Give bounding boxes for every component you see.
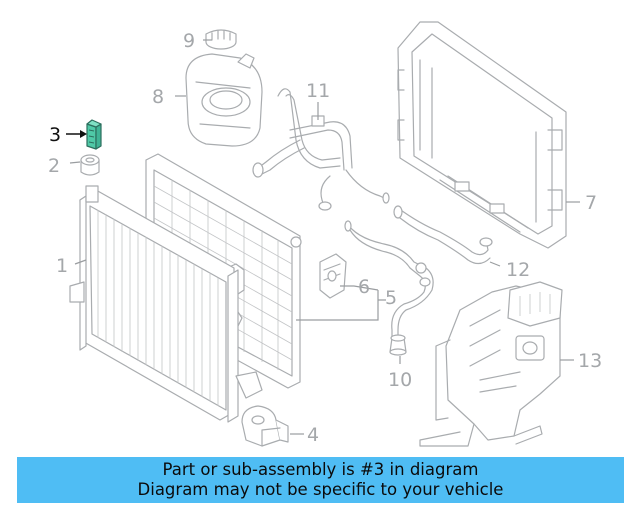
part-3-highlighted <box>86 119 102 150</box>
callout-10: 10 <box>388 369 412 391</box>
callout-6: 6 <box>358 276 370 298</box>
callout-4: 4 <box>307 424 319 446</box>
callout-5: 5 <box>385 287 397 309</box>
info-banner: Part or sub-assembly is #3 in diagram Di… <box>17 457 624 503</box>
part-10-hose-fitting <box>389 334 407 356</box>
callout-8: 8 <box>152 86 164 108</box>
callout-7: 7 <box>585 192 597 214</box>
banner-line-2: Diagram may not be specific to your vehi… <box>137 480 504 499</box>
callout-12: 12 <box>506 259 530 281</box>
callout-11: 11 <box>306 80 330 102</box>
callout-2: 2 <box>48 155 60 177</box>
part-6-bracket <box>319 253 347 299</box>
part-11-hose-assembly <box>252 88 390 211</box>
part-7-radiator-frame <box>397 21 567 249</box>
part-12-lower-hose <box>393 205 493 265</box>
part-4-mount-bracket <box>241 405 289 447</box>
callout-labels: 1 2 3 4 5 6 7 8 9 10 11 12 13 <box>48 30 602 446</box>
part-8-expansion-tank <box>185 53 263 147</box>
part-2-bushing <box>80 154 100 176</box>
callout-1: 1 <box>56 255 68 277</box>
banner-line-1: Part or sub-assembly is #3 in diagram <box>162 460 479 479</box>
callout-13: 13 <box>578 350 602 372</box>
part-13-module-bracket <box>419 281 563 447</box>
callout-3-highlighted: 3 <box>49 124 61 146</box>
part-5-hoses <box>344 220 434 339</box>
part-9-reservoir-cap <box>205 29 237 50</box>
callout-9: 9 <box>183 30 195 52</box>
part-1-radiator <box>69 185 263 423</box>
callout-leaders <box>66 39 580 435</box>
